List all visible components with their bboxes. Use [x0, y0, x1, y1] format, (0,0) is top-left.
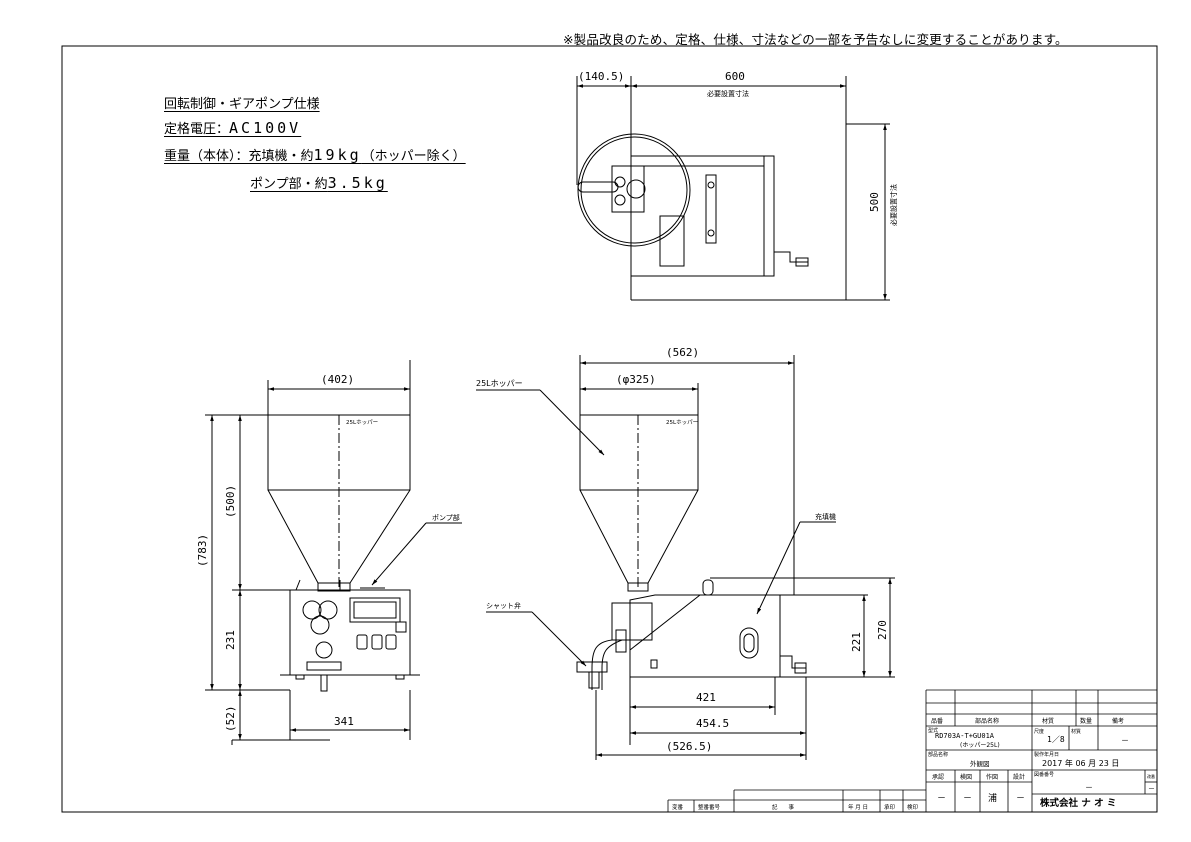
tb-approval-label-1: 承認 — [932, 773, 944, 781]
side-dim-hopper-dia: (φ325) — [616, 373, 656, 386]
tb-col-qty: 数量 — [1080, 717, 1092, 725]
spec-weight-filler-label: 重量（本体）：充填機・約 — [164, 149, 314, 164]
tb-company: 株式会社 ナ オ ミ — [1040, 797, 1116, 809]
tb-col-part-no: 品番 — [931, 718, 943, 725]
top-dim-depth-note: 必要設置寸法 — [889, 184, 898, 226]
tb-col-part-name: 部品名称 — [975, 717, 999, 725]
tb-approval-value-4: － — [1016, 794, 1025, 804]
tb-col-material: 材質 — [1042, 717, 1054, 725]
spec-voltage-value: AC100V — [229, 119, 302, 137]
top-dim-left: (140.5) — [578, 70, 624, 83]
hopper-leader — [539, 389, 605, 456]
front-dim-hopper-height: (500) — [224, 485, 237, 518]
side-filler-label: 充填機 — [815, 512, 836, 521]
spec-weight-pump-value: 3.5kg — [327, 174, 388, 192]
side-hopper-label: 25Lホッパー — [666, 419, 698, 426]
tb-drawing-name-label: 部品名称 — [928, 751, 948, 758]
front-view — [205, 360, 420, 745]
top-dim-depth: 500 — [868, 192, 881, 212]
side-dim-454: 454.5 — [696, 717, 729, 730]
spec-voltage-label: 定格電圧： — [164, 122, 230, 137]
spec-weight-pump-label: ポンプ部・約 — [250, 177, 328, 192]
top-view — [576, 76, 890, 301]
front-pump-label: ポンプ部 — [432, 513, 460, 522]
front-hopper-label: 25Lホッパー — [346, 419, 378, 426]
side-dim-total-width: (562) — [666, 346, 699, 359]
top-dim-width: 600 — [725, 70, 745, 83]
side-dim-526: (526.5) — [666, 740, 712, 753]
tb-scale: 1／8 — [1047, 735, 1065, 744]
spec-voltage: 定格電圧：AC100V — [164, 118, 301, 137]
rev-col-3: 記 事 — [772, 803, 795, 811]
front-dim-base-width: 341 — [334, 715, 354, 728]
side-valve-label: シャット弁 — [486, 601, 521, 610]
tb-approval-label-2: 検図 — [960, 773, 972, 781]
valve-leader — [531, 611, 587, 667]
tb-rev: － — [1148, 785, 1155, 793]
rev-col-6: 検印 — [907, 803, 919, 811]
tb-material: － — [1121, 736, 1129, 745]
tb-model: RD703A-T+GU01A — [935, 732, 995, 740]
rev-col-2: 整番番号 — [698, 803, 721, 811]
tb-material-label: 材質 — [1071, 728, 1081, 735]
rev-col-1: 変番 — [672, 803, 684, 811]
tb-approval-label-4: 設計 — [1013, 773, 1025, 781]
spec-weight-filler-value: 19kg — [313, 146, 362, 164]
revision-table — [667, 690, 927, 812]
front-dim-top-width: (402) — [321, 373, 354, 386]
pump-leader — [371, 522, 427, 586]
front-dim-nozzle: (52) — [224, 706, 237, 733]
rev-col-5: 承印 — [884, 803, 896, 811]
tb-rev-label: 改番 — [1147, 773, 1155, 779]
front-dim-total-height: (783) — [196, 534, 209, 567]
spec-weight-filler-suffix: （ホッパー除く） — [361, 149, 466, 164]
side-view — [576, 355, 895, 760]
tb-approval-value-2: － — [963, 794, 972, 804]
spec-control-type: 回転制御・ギアポンプ仕様 — [164, 97, 320, 112]
side-hopper-callout: 25Lホッパー — [476, 379, 523, 388]
top-dim-width-note: 必要設置寸法 — [707, 89, 749, 98]
tb-drawing-no-label: 図番番号 — [1034, 771, 1054, 778]
title-block — [926, 689, 1157, 812]
front-dim-body-height: 231 — [224, 630, 237, 650]
side-dim-221: 221 — [850, 632, 863, 652]
side-dim-270: 270 — [876, 620, 889, 640]
tb-model-label: 型式 — [928, 727, 938, 734]
tb-drawing-no: － — [1085, 783, 1093, 792]
tb-model-sub: (ホッパー25L) — [960, 742, 1000, 749]
rev-col-4: 年 月 日 — [848, 803, 868, 811]
tb-approval-value-3: 浦 — [988, 792, 997, 804]
tb-date: 2017 年 06 月 23 日 — [1042, 758, 1119, 768]
tb-col-remarks: 備考 — [1112, 717, 1124, 725]
side-dim-421: 421 — [696, 691, 716, 704]
spec-weight-pump: ポンプ部・約3.5kg — [250, 173, 388, 192]
tb-approval-label-3: 作図 — [986, 773, 998, 781]
revision-notice: ※製品改良のため、定格、仕様、寸法などの一部を予告なしに変更することがあります。 — [563, 32, 1068, 47]
tb-date-label: 製作年月日 — [1034, 751, 1059, 758]
sheet-frame — [61, 45, 1158, 813]
tb-drawing-name: 外観図 — [970, 759, 990, 768]
filler-leader — [756, 521, 801, 615]
spec-weight-filler: 重量（本体）：充填機・約19kg（ホッパー除く） — [164, 145, 466, 164]
tb-approval-value-1: － — [937, 794, 946, 804]
tb-scale-label: 尺度 — [1034, 728, 1044, 735]
